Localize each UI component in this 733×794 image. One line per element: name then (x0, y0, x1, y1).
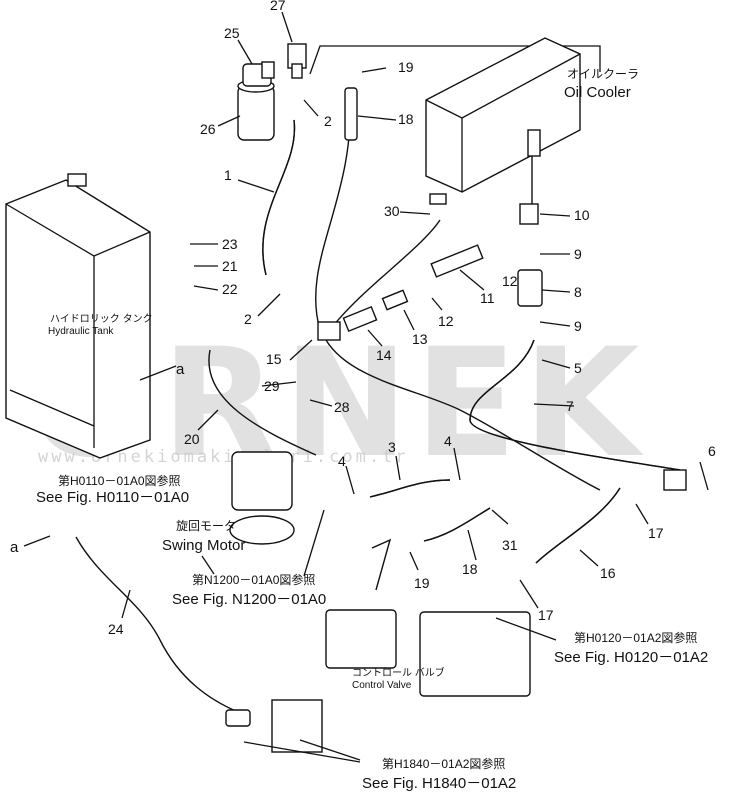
part-number-4-right: 4 (444, 433, 452, 449)
part-number-18-top: 18 (398, 111, 414, 127)
connector-a-left: a (10, 539, 19, 556)
part-number-31: 31 (502, 537, 518, 553)
return-filter (237, 43, 307, 141)
part-number-22: 22 (222, 281, 238, 297)
part-number-26: 26 (200, 121, 216, 137)
watermark-url: www.ornekiomakinalari.com.tr (38, 447, 409, 467)
part-number-24: 24 (108, 621, 124, 637)
part-number-2-mid: 2 (244, 311, 252, 327)
oil-cooler (425, 37, 581, 205)
part-number-28: 28 (334, 399, 350, 415)
part-number-14: 14 (376, 347, 392, 363)
part-number-8: 8 (574, 284, 582, 300)
part-number-21: 21 (222, 258, 238, 274)
ref-n1200-en: See Fig. N1200－01A0 (172, 591, 326, 608)
part-number-9-top: 9 (574, 246, 582, 262)
part-number-17-right: 17 (648, 525, 664, 541)
control-valve (325, 609, 531, 697)
part-number-13: 13 (412, 331, 428, 347)
ref-h0120-jp: 第H0120－01A2図参照 (574, 630, 697, 645)
part-number-9-bottom: 9 (574, 318, 582, 334)
part-numbers: 25 27 26 19 2 18 1 23 21 22 2 15 29 28 2… (108, 0, 716, 637)
oil-cooler-jp: オイルクーラ (567, 67, 639, 81)
part-number-3: 3 (388, 439, 396, 455)
part-number-25: 25 (224, 25, 240, 41)
part-number-23: 23 (222, 236, 238, 252)
part-number-11: 11 (480, 290, 495, 306)
connector-a-tank: a (176, 361, 185, 378)
leader-lines (121, 11, 709, 619)
part-number-27: 27 (270, 0, 286, 13)
part-number-20: 20 (184, 431, 200, 447)
ref-h0120-en: See Fig. H0120－01A2 (554, 649, 708, 666)
swing-motor-jp: 旋回モータ (176, 519, 236, 533)
part-number-19-top: 19 (398, 59, 414, 75)
part-number-16: 16 (600, 565, 616, 581)
swing-motor (229, 451, 295, 545)
part-number-1: 1 (224, 167, 232, 183)
part-number-12-left: 12 (438, 313, 454, 329)
part-number-4-left: 4 (338, 453, 346, 469)
ref-n1200-jp: 第N1200－01A0図参照 (192, 572, 315, 587)
hydraulic-tank-en: Hydraulic Tank (48, 326, 114, 337)
part-number-6: 6 (708, 443, 716, 459)
oil-cooler-en: Oil Cooler (564, 84, 631, 101)
control-valve-jp: コントロール バルブ (352, 666, 445, 679)
part-number-2-top: 2 (324, 113, 332, 129)
part-number-29: 29 (264, 378, 280, 394)
part-number-10: 10 (574, 207, 590, 223)
ref-h0110-jp: 第H0110－01A0図参照 (58, 473, 181, 488)
part-number-12-right: 12 (502, 273, 518, 289)
swing-motor-en: Swing Motor (162, 537, 245, 554)
part-number-30: 30 (384, 203, 400, 219)
part-number-17-lower: 17 (538, 607, 554, 623)
ref-h1840-jp: 第H1840－01A2図参照 (382, 756, 505, 771)
ref-h1840-en: See Fig. H1840－01A2 (362, 775, 516, 792)
ref-h0110-en: See Fig. H0110－01A0 (36, 489, 189, 506)
part-number-15: 15 (266, 351, 282, 367)
control-valve-en: Control Valve (352, 680, 412, 691)
part-number-19-bottom: 19 (414, 575, 430, 591)
part-number-7: 7 (566, 398, 574, 414)
part-number-18-bottom: 18 (462, 561, 478, 577)
part-number-5: 5 (574, 360, 582, 376)
hydraulic-tank-jp: ハイドロリック タンク (50, 313, 153, 325)
hydraulic-tank (5, 173, 151, 459)
